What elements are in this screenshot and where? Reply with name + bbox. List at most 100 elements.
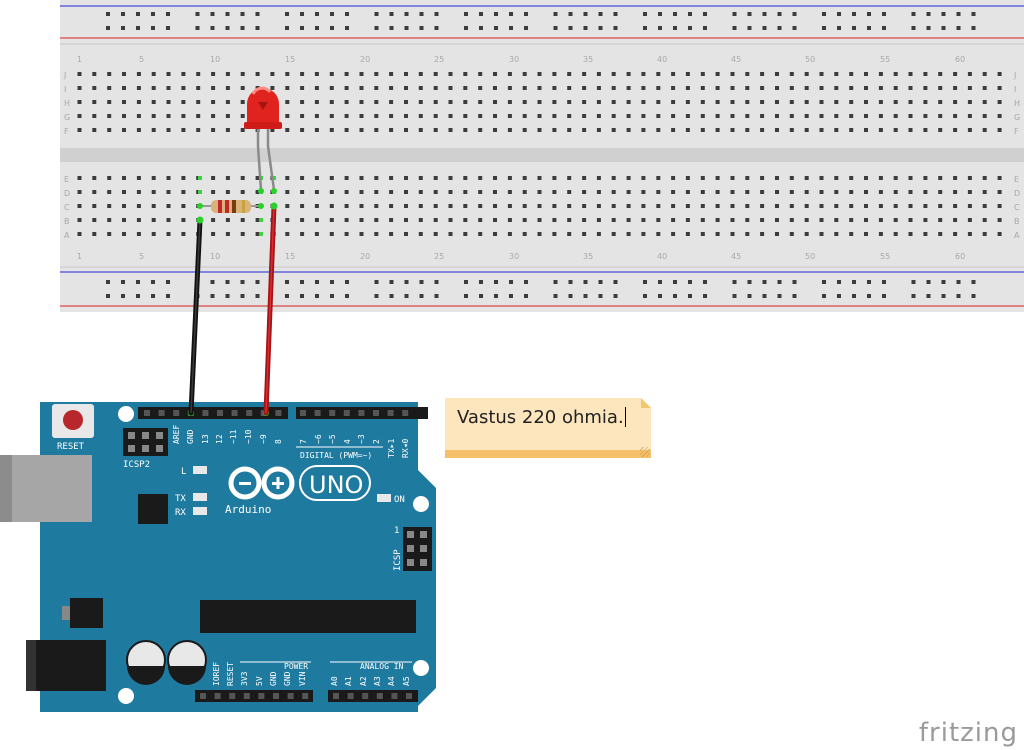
breadboard-hole[interactable] — [107, 176, 112, 180]
breadboard-hole[interactable] — [671, 128, 676, 132]
breadboard-hole[interactable] — [804, 190, 809, 194]
breadboard-hole[interactable] — [493, 114, 497, 118]
breadboard-hole[interactable] — [864, 190, 868, 194]
breadboard-hole[interactable] — [715, 190, 720, 194]
breadboard-hole[interactable] — [552, 128, 557, 132]
breadboard-hole[interactable] — [522, 100, 527, 104]
breadboard-hole[interactable] — [524, 280, 528, 284]
breadboard-hole[interactable] — [507, 190, 512, 194]
red-led[interactable] — [244, 86, 282, 194]
breadboard-hole[interactable] — [374, 232, 379, 236]
breadboard-hole[interactable] — [285, 12, 289, 16]
breadboard-hole[interactable] — [893, 204, 898, 208]
breadboard-hole[interactable] — [567, 204, 572, 208]
breadboard-hole[interactable] — [732, 26, 737, 30]
breadboard-hole[interactable] — [611, 128, 616, 132]
breadboard-hole[interactable] — [300, 12, 304, 16]
breadboard-hole[interactable] — [136, 294, 140, 298]
breadboard-hole[interactable] — [478, 218, 483, 222]
breadboard-hole[interactable] — [136, 72, 141, 76]
breadboard-hole[interactable] — [225, 100, 230, 104]
breadboard-hole[interactable] — [374, 218, 379, 222]
breadboard-hole[interactable] — [181, 176, 186, 180]
breadboard-hole[interactable] — [151, 218, 156, 222]
breadboard-hole[interactable] — [864, 114, 868, 118]
breadboard-hole[interactable] — [656, 128, 661, 132]
breadboard-hole[interactable] — [747, 26, 752, 30]
breadboard-hole[interactable] — [270, 128, 275, 132]
breadboard-hole[interactable] — [923, 100, 928, 104]
breadboard-hole[interactable] — [789, 72, 794, 76]
breadboard-hole[interactable] — [703, 12, 707, 16]
breadboard-hole[interactable] — [567, 190, 572, 194]
analog-header[interactable] — [328, 690, 418, 702]
breadboard-hole[interactable] — [908, 218, 913, 222]
breadboard-hole[interactable] — [849, 72, 854, 76]
breadboard-hole[interactable] — [611, 204, 616, 208]
breadboard-hole[interactable] — [626, 114, 631, 118]
breadboard-hole[interactable] — [953, 190, 958, 194]
breadboard-hole[interactable] — [92, 72, 97, 76]
breadboard-hole[interactable] — [389, 86, 394, 90]
breadboard-hole[interactable] — [923, 232, 928, 236]
breadboard-hole[interactable] — [389, 280, 394, 284]
breadboard-hole[interactable] — [166, 114, 171, 118]
breadboard-hole[interactable] — [941, 280, 946, 284]
breadboard-hole[interactable] — [166, 72, 171, 76]
breadboard-hole[interactable] — [656, 190, 661, 194]
breadboard-hole[interactable] — [703, 280, 707, 284]
breadboard-hole[interactable] — [136, 86, 141, 90]
breadboard-hole[interactable] — [300, 204, 305, 208]
breadboard-hole[interactable] — [464, 12, 468, 16]
breadboard-hole[interactable] — [225, 218, 230, 222]
breadboard-hole[interactable] — [181, 232, 186, 236]
breadboard-hole[interactable] — [852, 26, 856, 30]
breadboard-hole[interactable] — [359, 72, 364, 76]
breadboard-hole[interactable] — [77, 100, 82, 104]
breadboard-hole[interactable] — [938, 218, 943, 222]
breadboard-hole[interactable] — [997, 204, 1002, 208]
breadboard-hole[interactable] — [745, 232, 750, 236]
breadboard-hole[interactable] — [404, 86, 408, 90]
breadboard-hole[interactable] — [967, 86, 972, 90]
breadboard-hole[interactable] — [582, 176, 587, 180]
breadboard-hole[interactable] — [344, 176, 349, 180]
breadboard-hole[interactable] — [568, 26, 573, 30]
breadboard-hole[interactable] — [745, 218, 750, 222]
breadboard-hole[interactable] — [359, 204, 364, 208]
breadboard-hole[interactable] — [92, 128, 97, 132]
breadboard-hole[interactable] — [658, 26, 662, 30]
breadboard-hole[interactable] — [507, 204, 512, 208]
breadboard-hole[interactable] — [507, 176, 512, 180]
breadboard-hole[interactable] — [967, 218, 972, 222]
breadboard-hole[interactable] — [329, 72, 334, 76]
breadboard-hole[interactable] — [732, 294, 737, 298]
breadboard-hole[interactable] — [329, 114, 334, 118]
breadboard-hole[interactable] — [926, 280, 931, 284]
breadboard-hole[interactable] — [285, 218, 290, 222]
breadboard-hole[interactable] — [893, 176, 898, 180]
breadboard-hole[interactable] — [822, 26, 826, 30]
breadboard-hole[interactable] — [953, 100, 958, 104]
breadboard-hole[interactable] — [404, 190, 408, 194]
breadboard-hole[interactable] — [567, 176, 572, 180]
breadboard-hole[interactable] — [374, 72, 379, 76]
breadboard-hole[interactable] — [374, 280, 379, 284]
breadboard-hole[interactable] — [166, 190, 171, 194]
breadboard-hole[interactable] — [834, 190, 839, 194]
breadboard-hole[interactable] — [300, 128, 305, 132]
breadboard-hole[interactable] — [747, 12, 752, 16]
breadboard-hole[interactable] — [300, 114, 305, 118]
breadboard-hole[interactable] — [967, 114, 972, 118]
breadboard-hole[interactable] — [953, 218, 958, 222]
breadboard-hole[interactable] — [166, 100, 171, 104]
breadboard-hole[interactable] — [596, 204, 601, 208]
breadboard-hole[interactable] — [537, 100, 542, 104]
breadboard-hole[interactable] — [107, 86, 112, 90]
breadboard-hole[interactable] — [122, 114, 126, 118]
breadboard-hole[interactable] — [225, 176, 230, 180]
breadboard-hole[interactable] — [923, 86, 928, 90]
breadboard-hole[interactable] — [760, 128, 765, 132]
header-pin[interactable] — [200, 693, 206, 699]
